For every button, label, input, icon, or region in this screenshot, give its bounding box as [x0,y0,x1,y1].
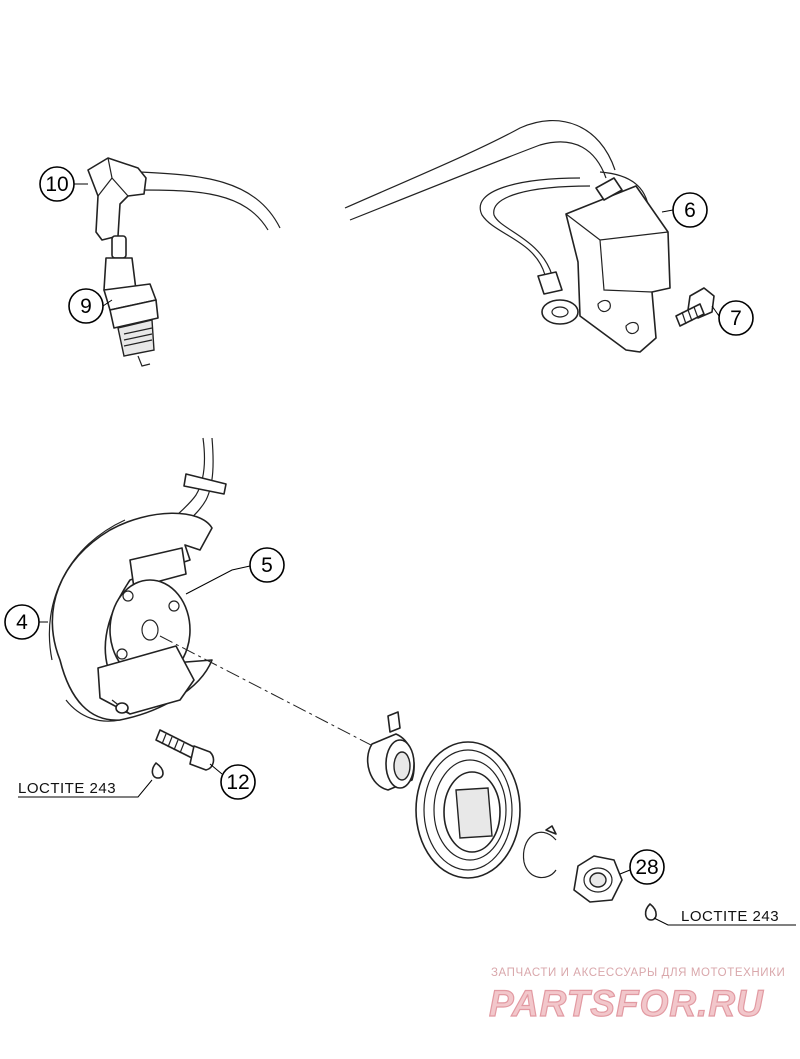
callout-6-label: 6 [684,199,696,222]
callout-9-label: 9 [80,295,92,318]
callout-12-label: 12 [226,771,249,794]
spark-plug [103,235,159,367]
loctite-right-label: LOCTITE 243 [681,908,779,925]
watermark-brand: PARTSFOR.RU [489,983,764,1024]
circlip [522,825,557,879]
callout-6: 6 [672,192,708,228]
loctite-note-left: LOCTITE 243 [18,779,153,798]
callout-7-label: 7 [730,307,742,330]
callout-12: 12 [220,764,256,800]
woodruff-key [387,711,401,733]
loctite-drop-right [644,903,657,921]
loctite-left-label: LOCTITE 243 [18,780,116,797]
flywheel-nut [573,855,623,903]
callout-28-label: 28 [635,856,658,879]
watermark: ЗАПЧАСТИ И АКСЕССУАРЫ ДЛЯ МОТОТЕХНИКИ PA… [488,967,785,1025]
callout-5-label: 5 [261,554,273,577]
callout-5: 5 [249,547,285,583]
spark-plug-cap [87,157,281,241]
callout-28: 28 [629,849,665,885]
loctite-drop-left [151,762,164,779]
coil-bolt [675,287,715,327]
callout-4: 4 [4,604,40,640]
watermark-tagline: ЗАПЧАСТИ И АКСЕССУАРЫ ДЛЯ МОТОТЕХНИКИ [491,967,785,979]
ignition-coil [344,120,671,353]
callout-10: 10 [39,166,75,202]
shaft-centerline [159,635,401,761]
callout-4-label: 4 [16,611,28,634]
shaft-collar [366,733,415,791]
stator-screw [155,729,215,771]
stator-assembly [48,437,227,722]
callout-9: 9 [68,288,104,324]
loctite-note-right: LOCTITE 243 [653,908,796,926]
callout-7: 7 [718,300,754,336]
flywheel-pulley [415,741,521,879]
callout-10-label: 10 [45,173,68,196]
